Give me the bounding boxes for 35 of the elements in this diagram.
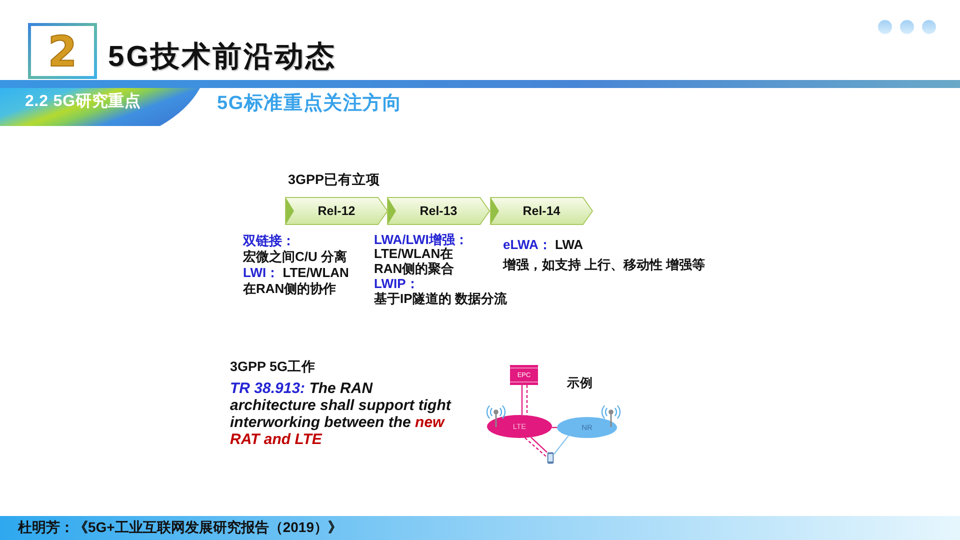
- timeline-segment: [387, 197, 490, 225]
- release-label: Rel-12: [318, 204, 356, 218]
- feature-heading: LWA/LWI增强：: [374, 232, 468, 247]
- release-label: Rel-13: [420, 204, 458, 218]
- timeline-segment: [285, 197, 388, 225]
- timeline-heading: 3GPP已有立项: [288, 171, 380, 189]
- feature-description: LTE/WLAN在RAN侧的聚合: [374, 247, 456, 277]
- example-label: 示例: [567, 375, 593, 392]
- cell-ellipse: [557, 417, 617, 438]
- footer-band: [0, 516, 960, 540]
- source-citation: 杜明芳：《5G+工业互联网发展研究报告（2019）》: [16, 519, 342, 537]
- section-heading: 2.2 5G研究重点: [25, 91, 142, 112]
- slide-title: 5G技术前沿动态: [108, 40, 337, 75]
- connection-line: [521, 385, 523, 416]
- dashed-connection-line: [526, 385, 528, 416]
- feature-description: LWI： LTE/WLAN在RAN侧的协作: [243, 265, 350, 297]
- dashed-connection-line: [524, 437, 548, 458]
- feature-heading: 双链接：: [243, 233, 295, 249]
- feature-description: 基于IP隧道的 数据分流: [374, 292, 507, 306]
- work-heading: 3GPP 5G工作: [230, 358, 316, 376]
- cell-ellipse: [487, 415, 552, 438]
- connection-line: [530, 436, 548, 453]
- core-network-box: [510, 365, 538, 385]
- phone-icon: [547, 452, 554, 464]
- timeline-segment: [490, 197, 593, 225]
- section-tab: [0, 88, 200, 126]
- feature-description: eLWA： LWA增强，如支持 上行、移动性 增强等: [503, 236, 706, 274]
- release-label: Rel-14: [522, 204, 560, 218]
- connection-line: [554, 435, 569, 455]
- number-badge: [28, 23, 97, 79]
- section-number: 2: [48, 26, 78, 76]
- feature-description: 宏微之间C/U 分离: [243, 249, 347, 265]
- feature-heading: LWIP：: [374, 276, 419, 292]
- section-subtitle: 5G标准重点关注方向: [217, 92, 402, 116]
- quote-text: TR 38.913: The RAN architecture shall support tight interworking between the new RAT and LTE: [230, 380, 452, 448]
